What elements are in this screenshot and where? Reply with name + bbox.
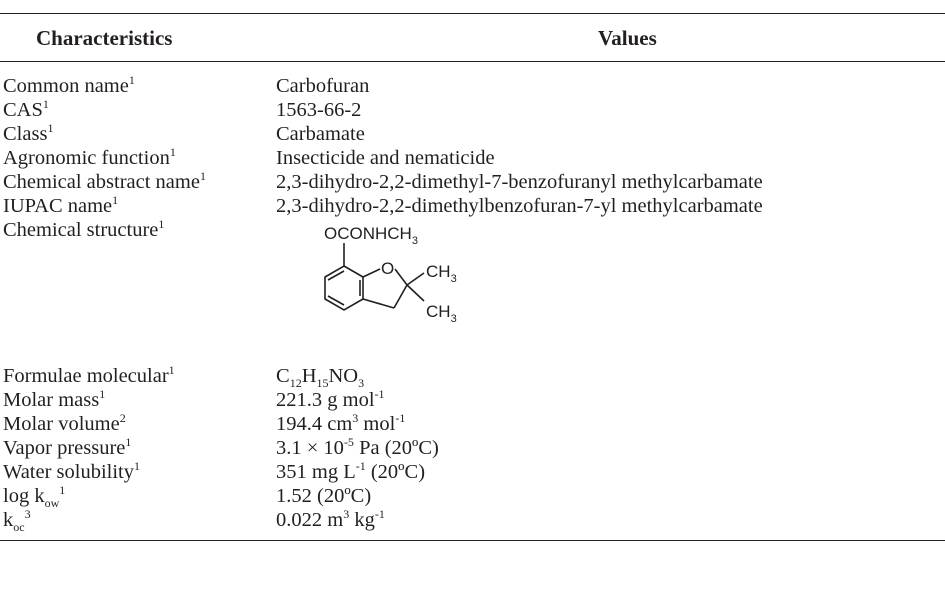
benzene-ring — [324, 265, 364, 311]
ring-c-bond — [393, 284, 408, 309]
carbamate-group-label: OCONHCH3 — [324, 224, 418, 247]
row-value: Carbamate — [276, 123, 365, 145]
chemical-structure-diagram: OCONHCH3 O CH3 CH3 — [324, 224, 457, 325]
row-label: Molar volume2 — [3, 411, 126, 435]
table-bottom-rule — [0, 540, 945, 541]
structure-bonds — [324, 243, 425, 311]
row-value: 2,3-dihydro-2,2-dimethylbenzofuran-7-yl … — [276, 195, 763, 217]
row-value: 194.4 cm3 mol-1 — [276, 411, 406, 435]
ring-oxygen-label: O — [381, 259, 394, 278]
methyl-bond — [406, 272, 425, 286]
double-bond — [327, 270, 345, 281]
row-label: IUPAC name1 — [3, 193, 119, 217]
cropped-caption-fragment — [0, 0, 200, 6]
header-characteristics: Characteristics — [36, 26, 173, 50]
methyl-label: CH3 — [426, 302, 457, 325]
ring-o-bond — [362, 268, 381, 278]
double-bond — [327, 295, 345, 306]
row-label: Chemical abstract name1 — [3, 169, 206, 193]
row-label: Class1 — [3, 121, 54, 145]
ring-o-bond — [394, 268, 408, 286]
row-label: log kow1 — [3, 483, 66, 511]
row-label: CAS1 — [3, 97, 49, 121]
methyl-label: CH3 — [426, 262, 457, 285]
row-label: Agronomic function1 — [3, 145, 176, 169]
row-value: Insecticide and nematicide — [276, 147, 495, 169]
row-label: Formulae molecular1 — [3, 363, 175, 387]
row-label: Vapor pressure1 — [3, 435, 132, 459]
row-label: koc3 — [3, 507, 31, 535]
row-value: Carbofuran — [276, 75, 370, 97]
row-label: Common name1 — [3, 73, 135, 97]
row-value: 0.022 m3 kg-1 — [276, 507, 385, 531]
row-value: C12H15NO3 — [276, 365, 365, 391]
row-label: Chemical structure1 — [3, 217, 165, 241]
methyl-bond — [406, 284, 425, 302]
row-value: 1563-66-2 — [276, 99, 362, 121]
row-value: 351 mg L-1 (20ºC) — [276, 459, 426, 483]
row-value: 221.3 g mol-1 — [276, 387, 385, 411]
header-rule — [0, 61, 945, 62]
row-value: 3.1 × 10-5 Pa (20ºC) — [276, 435, 439, 459]
row-value: 1.52 (20ºC) — [276, 485, 372, 507]
row-label: Water solubility1 — [3, 459, 141, 483]
header-values: Values — [598, 26, 657, 50]
table-top-rule — [0, 13, 945, 14]
row-value: 2,3-dihydro-2,2-dimethyl-7-benzofuranyl … — [276, 171, 763, 193]
row-label: Molar mass1 — [3, 387, 106, 411]
ring-c-bond — [362, 298, 395, 309]
